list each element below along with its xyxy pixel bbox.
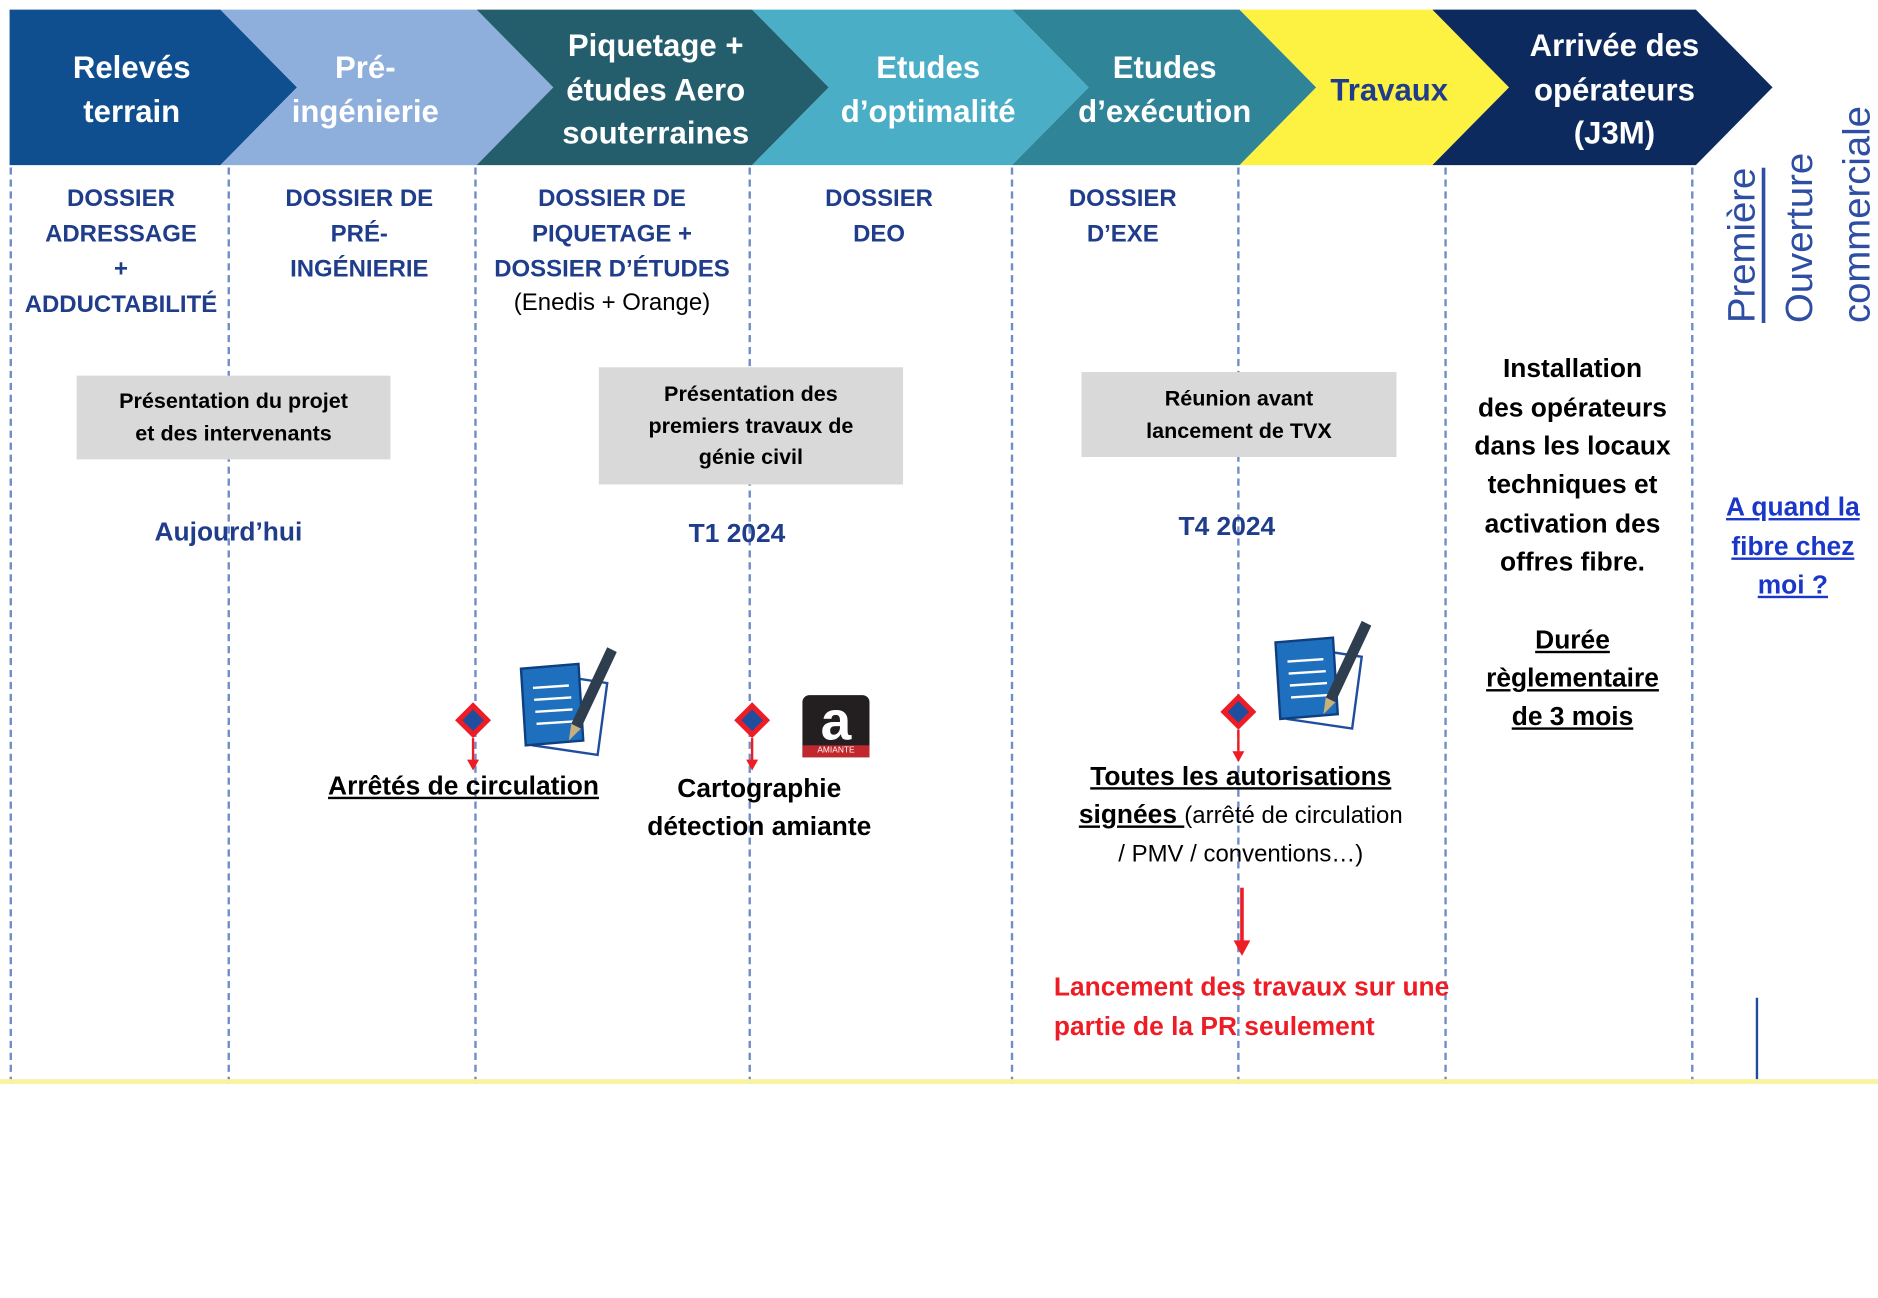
separator-line [9,167,12,1084]
separator-line [1237,167,1240,1084]
vertical-text-ouverture: Ouverture [1777,152,1821,324]
date-aujourdhui: Aujourd’hui [154,516,303,547]
meeting-box-presentation-projet: Présentation du projet et des intervenan… [76,375,391,460]
dossier-piquetage: DOSSIER DE PIQUETAGE + DOSSIER D’ÉTUDES [494,185,730,283]
separator-line [474,167,477,1084]
dossier-piquetage-sub: (Enedis + Orange) [513,289,711,316]
vertical-rule [1755,997,1759,1082]
date-t1-2024: T1 2024 [688,518,786,548]
phase-label-travaux: Travaux [1330,71,1449,108]
milestone-label-arretes: Arrêtés de circulation [328,770,599,801]
duree-reglementaire-text: Durée règlementaire de 3 mois [1486,624,1659,732]
dossier-pre-ingenierie: DOSSIER DE PRÉ- INGÉNIERIE [285,185,434,283]
dossier-deo: DOSSIER DEO [825,185,933,248]
document-pen-icon [1274,620,1372,730]
bottom-border [0,1079,1878,1084]
phase-chevrons [9,9,1773,166]
installation-text: Installation des opérateurs dans les loc… [1474,353,1671,577]
amiante-logo-icon: a AMIANTE [802,689,870,758]
separator-line [227,167,230,1084]
separator-line [1010,167,1014,1084]
red-arrow-icon [1233,887,1251,956]
installation-operateurs-text: Installation des opérateurs dans les loc… [1455,311,1690,736]
autorisations-title: Toutes les autorisations signées [1078,760,1392,830]
document-pen-icon [519,647,617,757]
milestone-diamond-arretes [455,702,492,771]
lancement-travaux-text: Lancement des travaux sur une partie de … [1053,971,1450,1041]
autorisations-detail: (arrêté de circulation / PMV / conventio… [1118,802,1403,868]
phase-chevron [476,9,829,166]
dossier-adressage: DOSSIER ADRESSAGE + ADDUCTABILITÉ [24,185,218,318]
a-quand-la-fibre-link[interactable]: A quand la fibre chez moi ? [1726,491,1860,600]
amiante-logo-letter: a [820,689,852,752]
milestone-diamond-cartographie [734,702,771,771]
phase-chevron [752,9,1089,166]
phase-label-pre-ingenierie: Pré-ingénierie [291,49,439,130]
phase-chevron [9,9,298,166]
separator-line [1691,167,1694,1084]
milestone-label-cartographie: Cartographie détection amiante [647,772,872,842]
vertical-text-commerciale: commerciale [1834,106,1878,324]
meeting-box-reunion-tvx: Réunion avant lancement de TVX [1081,372,1397,458]
phase-chevron [1012,9,1317,166]
milestone-label-autorisations: Toutes les autorisations signées (arrêté… [1048,757,1434,872]
date-t4-2024: T4 2024 [1178,510,1276,541]
separator-line [1444,167,1447,1084]
amiante-logo-caption: AMIANTE [802,745,870,758]
phase-chevron [1432,9,1773,166]
dossier-exe: DOSSIER D’EXE [1068,185,1177,248]
phase-chevron [1239,9,1510,166]
milestone-diamond-autorisations [1220,693,1257,763]
meeting-box-premiers-travaux: Présentation des premiers travaux de gén… [598,367,904,485]
vertical-text-premiere: Première [1719,167,1763,324]
phase-chevron [220,9,554,166]
separator-line [748,167,751,1084]
